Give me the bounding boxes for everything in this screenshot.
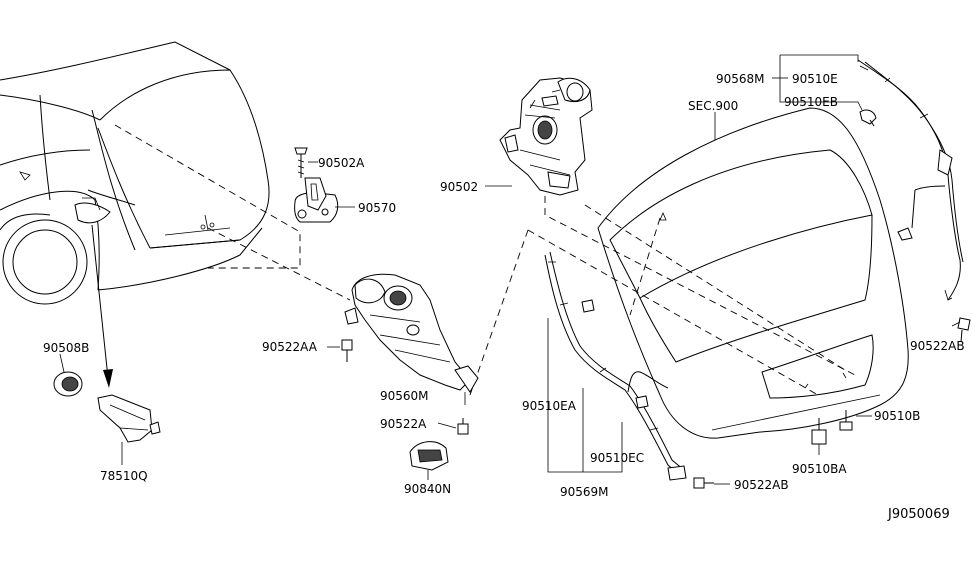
- part-90522a-screw: [437, 418, 469, 435]
- part-90510b-bolt: [839, 410, 872, 431]
- leader-lines: [114, 124, 856, 396]
- label-90510ec: 90510EC: [590, 451, 644, 465]
- part-90510ba-bolt: [811, 418, 827, 455]
- part-90560m-motor: [344, 273, 479, 405]
- label-78510q: 78510Q: [100, 469, 148, 483]
- label-section-ref: SEC.900: [688, 99, 738, 113]
- part-90522aa-screw: [327, 339, 353, 362]
- label-90510e: 90510E: [792, 72, 838, 86]
- part-90569m-rod: [544, 251, 687, 481]
- label-diagram-id: J9050069: [887, 507, 950, 522]
- part-90568m-rod: [857, 59, 964, 301]
- label-90510ba: 90510BA: [792, 462, 847, 476]
- label-90510b: 90510B: [874, 409, 920, 423]
- label-90840n: 90840N: [404, 482, 451, 496]
- label-90502a: 90502A: [318, 156, 365, 170]
- label-90568m: 90568M: [716, 72, 765, 86]
- vehicle-body: [0, 41, 270, 305]
- part-90522ab-right-screw: [951, 317, 971, 343]
- arrow-78510q: [91, 224, 113, 388]
- label-90510ea: 90510EA: [522, 399, 577, 413]
- label-90522ab-right: 90522AB: [910, 339, 965, 353]
- part-90570-striker: [294, 177, 355, 223]
- part-90522ab-bottom-screw: [693, 477, 730, 489]
- label-90570: 90570: [358, 201, 396, 215]
- label-90560m: 90560M: [380, 389, 429, 403]
- part-90840n-bracket: [409, 441, 449, 480]
- back-door: [597, 107, 909, 439]
- bracket-90568m: [772, 54, 863, 111]
- label-90508b: 90508B: [43, 341, 89, 355]
- label-90502: 90502: [440, 180, 478, 194]
- part-90502a-bolt: [294, 147, 318, 178]
- label-90510eb: 90510EB: [784, 95, 838, 109]
- labels: 90502A 90570 90502 90568M 90510E 90510EB…: [43, 72, 965, 522]
- part-90508b-grommet: [53, 353, 83, 397]
- label-90569m: 90569M: [560, 485, 609, 499]
- label-90522ab-bottom: 90522AB: [734, 478, 789, 492]
- label-90522a: 90522A: [380, 417, 427, 431]
- bracket-90569m: [547, 318, 623, 473]
- label-90522aa: 90522AA: [262, 340, 318, 354]
- part-90502-lock: [485, 77, 593, 196]
- part-78510q: [97, 394, 161, 465]
